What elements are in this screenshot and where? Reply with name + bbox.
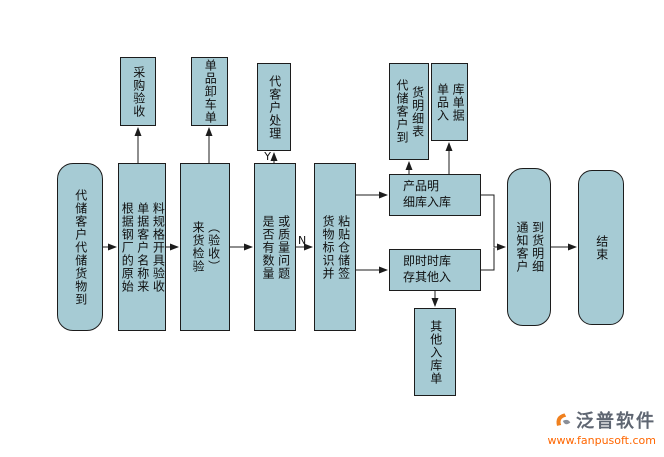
node-incoming-inspection: 来货检验 （验收） [180,163,230,331]
node-notify-customer-arrival: 通知客户 到货明细 [507,168,551,326]
node-qty-quality-decision: 是否有数量 或质量问题 [254,163,296,331]
node-start-consigned-goods-arrived: 代储客户代储货物到 [57,163,103,331]
footer-watermark: 泛普软件 www.fanpusoft.com [548,407,656,447]
connector-realtime-inbound-to-notify [481,248,495,271]
brand-name: 泛普软件 [576,411,656,432]
node-realtime-other-inbound: 即时时库 存其他入 [389,249,481,291]
label-yes-branch: Y [263,150,271,163]
node-handle-for-customer: 代客户处理 [257,63,291,151]
fanpu-logo-icon [552,410,572,430]
node-item-inbound-receipt: 单品入 库单据 [431,63,468,141]
node-product-detail-inbound: 产品明 细库入库 [389,174,481,216]
node-end: 结束 [578,170,624,325]
node-purchase-acceptance: 采购验收 [120,57,156,126]
node-issue-acceptance-from-mill-docs: 根据钢厂的原始 单据客户名称来 料规格开具验收 [118,163,166,331]
node-item-unload-note: 单品卸车单 [191,57,228,126]
connector-product-inbound-to-notify [481,194,506,251]
label-no-branch: N [298,234,306,247]
brand-website: www.fanpusoft.com [547,434,656,447]
node-goods-marking-labeling: 货物标识并 粘贴仓储签 [314,163,356,331]
node-arrival-detail-sheet: 代储客户到 货明细表 [389,63,429,160]
node-other-inbound-receipt: 其他入库单 [414,308,456,396]
